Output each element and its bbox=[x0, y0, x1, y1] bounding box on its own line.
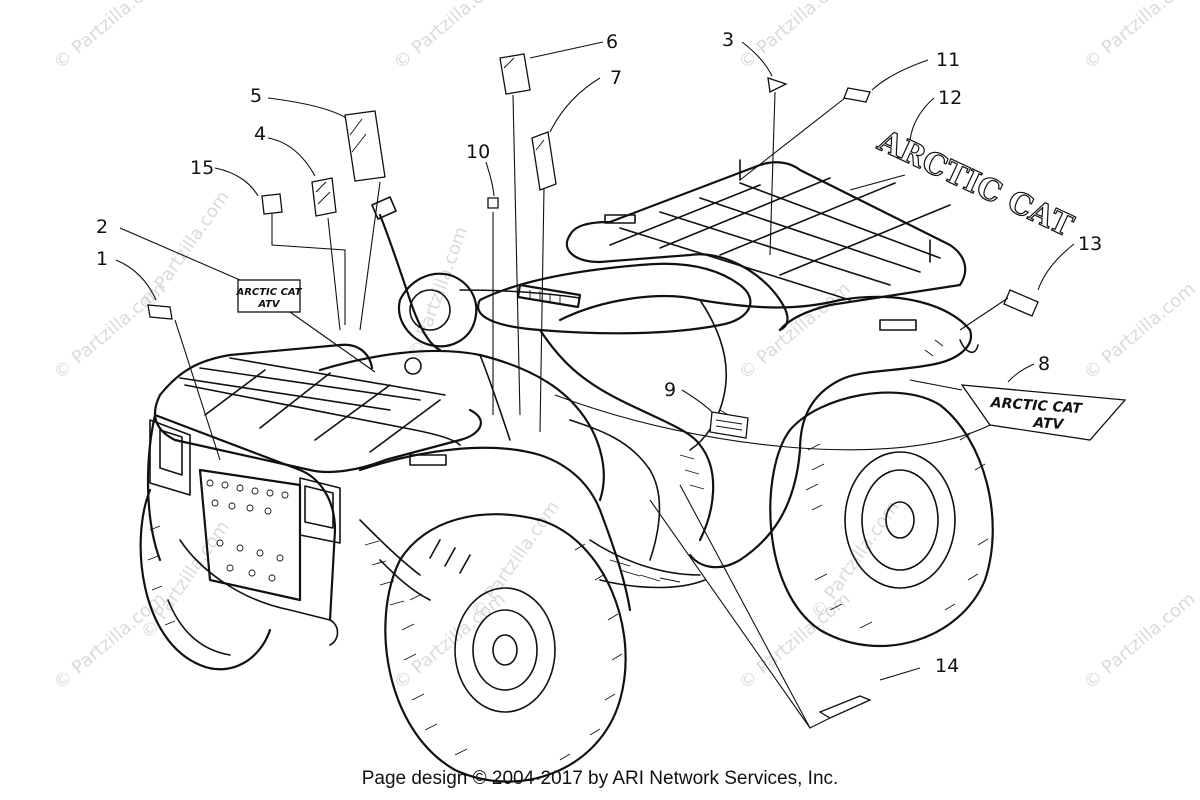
decal-11 bbox=[843, 87, 871, 103]
front-right-wheel bbox=[384, 513, 627, 783]
rear-wheel bbox=[769, 391, 994, 648]
callout-labels: 1 2 3 4 5 6 7 8 9 10 11 12 13 14 15 bbox=[96, 29, 1102, 677]
decal-2-badge: ARCTIC CAT ATV bbox=[235, 279, 303, 313]
callout-8: 8 bbox=[1038, 353, 1050, 375]
decal-9 bbox=[709, 411, 749, 439]
decal-5 bbox=[344, 110, 386, 182]
handlebar-assembly bbox=[371, 196, 582, 375]
callout-13: 13 bbox=[1078, 233, 1102, 255]
decal-10 bbox=[487, 197, 499, 209]
callout-3: 3 bbox=[722, 29, 734, 51]
leader-lines bbox=[115, 41, 1075, 729]
front-rack bbox=[153, 343, 482, 474]
callout-9: 9 bbox=[664, 379, 676, 401]
callout-1: 1 bbox=[96, 248, 108, 270]
decals: ARCTIC CAT ATV ARCTIC CAT ATV ARCTIC CAT bbox=[147, 53, 1127, 719]
decal-12-logo: ARCTIC CAT bbox=[872, 123, 1079, 244]
front-bumper bbox=[146, 413, 341, 646]
copyright-footer: Page design © 2004-2017 by ARI Network S… bbox=[361, 768, 839, 789]
badge-right-line1: ARCTIC CAT bbox=[989, 395, 1083, 417]
callout-7: 7 bbox=[610, 67, 622, 89]
watermark: © Partzilla.com bbox=[390, 0, 510, 74]
watermark: © Partzilla.com bbox=[1080, 588, 1200, 693]
callout-2: 2 bbox=[96, 216, 108, 238]
decal-7 bbox=[531, 131, 557, 191]
decal-15 bbox=[261, 193, 283, 215]
decal-8-badge: ARCTIC CAT ATV bbox=[960, 384, 1127, 441]
atv-body bbox=[318, 262, 979, 612]
watermark: © Partzilla.com bbox=[735, 278, 855, 383]
decal-13 bbox=[1003, 289, 1039, 317]
decal-4 bbox=[311, 177, 337, 217]
watermark: © Partzilla.com bbox=[137, 187, 234, 313]
decal-1 bbox=[147, 304, 173, 320]
badge-left-line2: ATV bbox=[257, 299, 281, 310]
callout-11: 11 bbox=[936, 49, 960, 71]
watermark: © Partzilla.com bbox=[50, 0, 170, 74]
atv-illustration bbox=[139, 159, 994, 783]
callout-12: 12 bbox=[938, 87, 962, 109]
rear-rack bbox=[565, 159, 967, 332]
watermark: © Partzilla.com bbox=[735, 0, 855, 74]
decal-14 bbox=[818, 695, 872, 719]
front-left-wheel bbox=[139, 488, 272, 671]
callout-5: 5 bbox=[250, 85, 262, 107]
decal-6 bbox=[499, 53, 531, 95]
callout-6: 6 bbox=[606, 31, 618, 53]
badge-right-line2: ATV bbox=[1032, 415, 1065, 433]
watermark: © Partzilla.com bbox=[1080, 278, 1200, 383]
badge-left-line1: ARCTIC CAT bbox=[235, 287, 302, 298]
callout-4: 4 bbox=[254, 123, 266, 145]
decal-3 bbox=[767, 77, 788, 93]
watermark: © Partzilla.com bbox=[405, 224, 472, 362]
watermark: © Partzilla.com bbox=[1080, 0, 1200, 74]
callout-10: 10 bbox=[466, 141, 490, 163]
callout-14: 14 bbox=[935, 655, 959, 677]
callout-15: 15 bbox=[190, 157, 214, 179]
